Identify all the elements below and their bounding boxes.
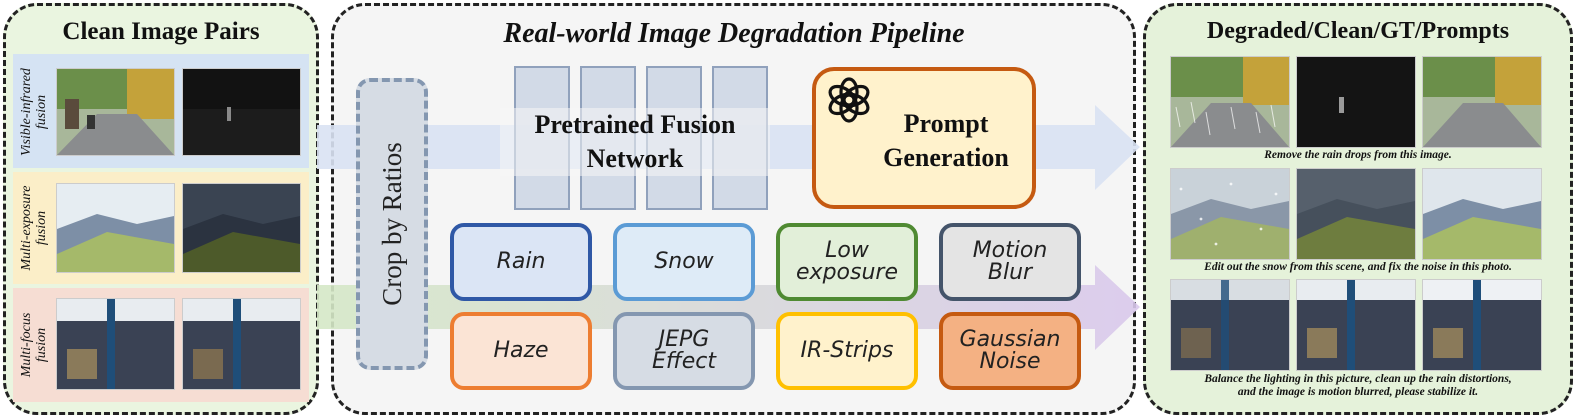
openai-logo-icon: [824, 75, 874, 125]
degradation-rain: Rain: [450, 223, 592, 301]
clean-infrared-image: [1296, 56, 1416, 148]
degraded-clean-gt-prompts-panel: Degraded/Clean/GT/Prompts Remove th: [1143, 3, 1573, 415]
degraded-snow-image: [1170, 168, 1290, 260]
visible-image-thumbnail: [56, 68, 175, 156]
panel-title: Clean Image Pairs: [62, 18, 260, 45]
degraded-rain-image: [1170, 56, 1290, 148]
prompt-generation-box: Prompt Generation: [812, 67, 1036, 209]
crop-by-ratios-box: Crop by Ratios: [356, 78, 428, 370]
prompt-caption-3: Balance the lighting in this picture, cl…: [1204, 373, 1512, 398]
degradation-snow: Snow: [613, 223, 755, 301]
crop-label: Crop by Ratios: [377, 142, 407, 306]
panel-title: Real-world Image Degradation Pipeline: [503, 18, 965, 49]
prompt-caption-2: Edit out the snow from this scene, and f…: [1204, 261, 1512, 273]
panel-title: Degraded/Clean/GT/Prompts: [1206, 18, 1510, 44]
degradation-haze: Haze: [450, 312, 592, 390]
prompt-caption-1: Remove the rain drops from this image.: [1264, 149, 1452, 161]
infrared-image-thumbnail: [182, 68, 301, 156]
ground-truth-image-3: [1422, 279, 1542, 371]
near-focus-image-thumbnail: [56, 298, 175, 390]
degradation-ir-strips: IR-Strips: [776, 312, 918, 390]
prompt-generation-label: Prompt Generation: [883, 109, 1009, 172]
clean-image-pairs-panel: Clean Image Pairs Visible-infrared fusio…: [3, 3, 319, 415]
clean-underexposed-image: [1296, 168, 1416, 260]
clean-multifocus-image: [1296, 279, 1416, 371]
degraded-composite-image: [1170, 279, 1290, 371]
ground-truth-image-2: [1422, 168, 1542, 260]
overexposed-image-thumbnail: [56, 183, 175, 273]
ground-truth-image-1: [1422, 56, 1542, 148]
underexposed-image-thumbnail: [182, 183, 301, 273]
fusion-network-label: Pretrained Fusion Network: [500, 108, 770, 176]
far-focus-image-thumbnail: [182, 298, 301, 390]
